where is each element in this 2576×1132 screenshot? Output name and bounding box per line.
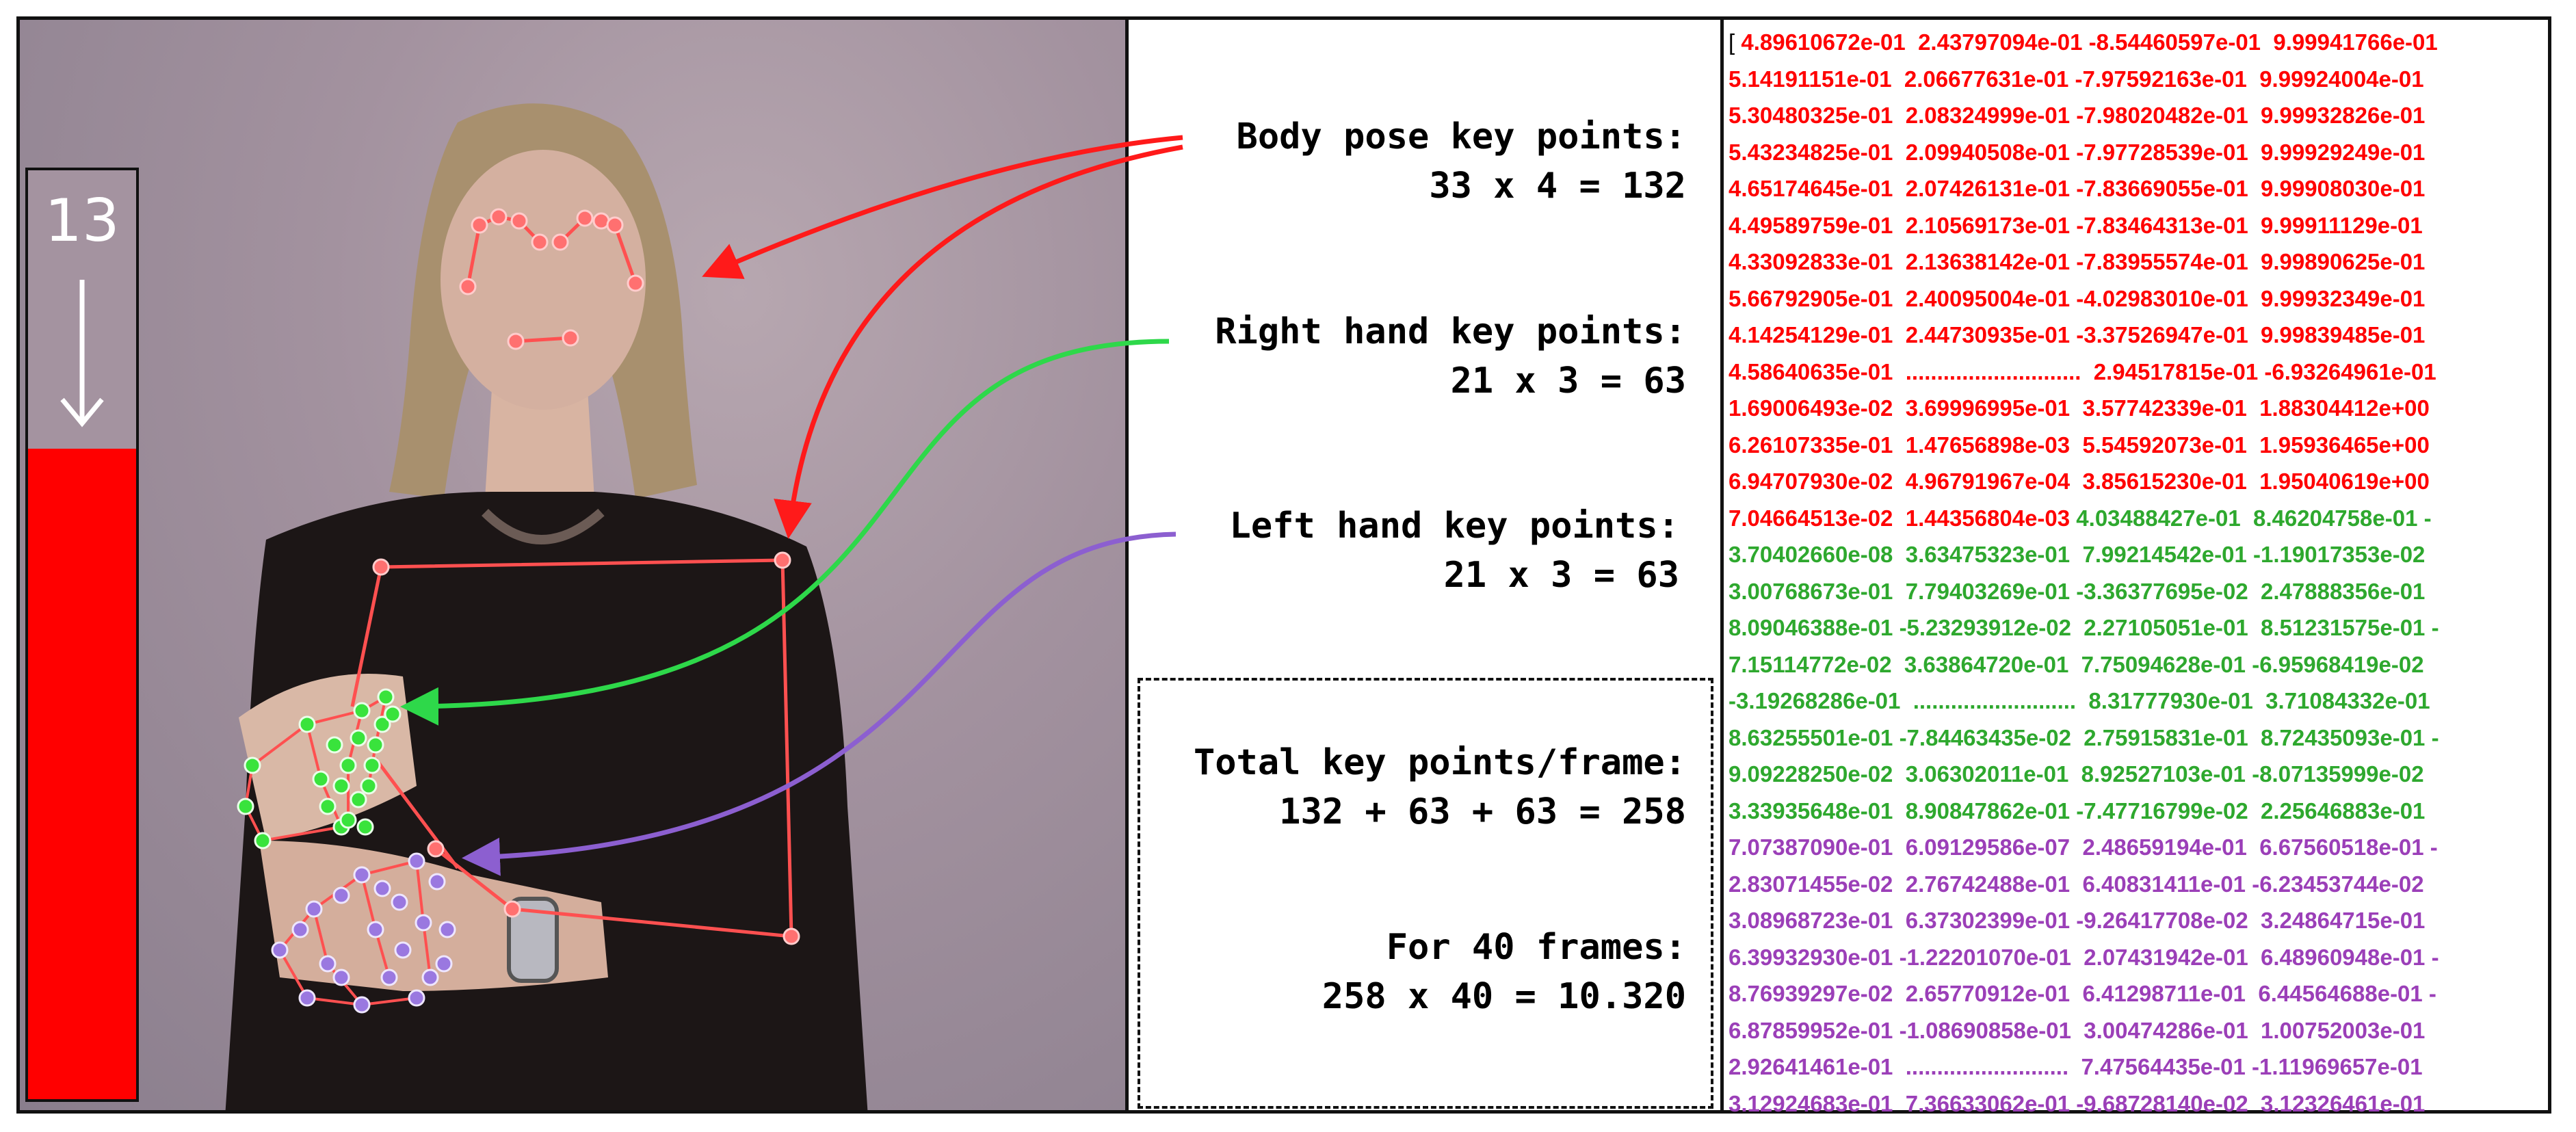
- body-pose-values: 5.66792905e-01 2.40095004e-01 -4.0298301…: [1729, 285, 2426, 311]
- left-hand-values: 8.76939297e-02 2.65770912e-01 6.41298711…: [1729, 981, 2436, 1006]
- left-hand-keypoints: [271, 852, 456, 1014]
- right-hand-title: Right hand key points:: [1215, 311, 1686, 352]
- body-pose-data-line: [ 4.89610672e-01 2.43797094e-01 -8.54460…: [1729, 24, 2549, 61]
- body-pose-values: 4.33092833e-01 2.13638142e-01 -7.8395557…: [1729, 249, 2426, 274]
- left-hand-data-line: 3.08968723e-01 6.37302399e-01 -9.2641770…: [1729, 902, 2549, 939]
- total-frames-label: For 40 frames: 258 x 40 = 10.320: [1322, 923, 1686, 1021]
- body-pose-values: 4.58640635e-01 .........................…: [1729, 358, 2436, 384]
- left-hand-values: 7.07387090e-01 6.09129586e-07 2.48659194…: [1729, 834, 2438, 860]
- body-pose-values: 5.30480325e-01 2.08324999e-01 -7.9802048…: [1729, 103, 2426, 128]
- body-pose-values: 4.65174645e-01 2.07426131e-01 -7.8366905…: [1729, 176, 2426, 201]
- right-hand-data-line: 3.70402660e-08 3.63475323e-01 7.99214542…: [1729, 536, 2549, 573]
- down-arrow-icon: [60, 280, 104, 427]
- left-hand-values: 2.83071455e-02 2.76742488e-01 6.40831411…: [1729, 871, 2424, 897]
- right-hand-values: -3.19268286e-01 ........................…: [1729, 688, 2430, 713]
- right-hand-values: 8.63255501e-01 -7.84463435e-02 2.7591583…: [1729, 724, 2439, 750]
- left-hand-data-line: 2.83071455e-02 2.76742488e-01 6.40831411…: [1729, 866, 2549, 903]
- counter-progress-fill: [28, 449, 136, 1099]
- body-pose-data-line: 4.58640635e-01 .........................…: [1729, 354, 2549, 391]
- open-bracket: [: [1729, 29, 1742, 55]
- body-pose-data-line: 7.04664513e-02 1.44356804e-03 4.03488427…: [1729, 500, 2549, 537]
- panel-divider: [1125, 20, 1129, 1110]
- frame-counter: 13: [25, 168, 139, 1102]
- signer-photo-panel: 13: [20, 20, 1125, 1110]
- left-hand-data-line: 6.87859952e-01 -1.08690858e-01 3.0047428…: [1729, 1012, 2549, 1049]
- right-hand-values: 9.09228250e-02 3.06302011e-01 8.92527103…: [1729, 761, 2424, 787]
- wrist-watch: [507, 897, 559, 983]
- body-pose-data-line: 4.49589759e-01 2.10569173e-01 -7.8346431…: [1729, 207, 2549, 244]
- right-hand-values: 7.15114772e-02 3.63864720e-01 7.75094628…: [1729, 651, 2424, 677]
- body-pose-data-line: 5.14191151e-01 2.06677631e-01 -7.9759216…: [1729, 61, 2549, 98]
- body-pose-data-line: 6.94707930e-02 4.96791967e-04 3.85615230…: [1729, 463, 2549, 500]
- total-per-frame-label: Total key points/frame: 132 + 63 + 63 = 2…: [1194, 738, 1686, 837]
- body-pose-values: 1.69006493e-02 3.69996995e-01 3.57742339…: [1729, 395, 2430, 421]
- left-hand-values: 3.08968723e-01 6.37302399e-01 -9.2641770…: [1729, 908, 2426, 933]
- right-hand-formula: 21 x 3 = 63: [1450, 360, 1686, 402]
- body-pose-data-line: 1.69006493e-02 3.69996995e-01 3.57742339…: [1729, 390, 2549, 427]
- right-hand-values: 3.70402660e-08 3.63475323e-01 7.99214542…: [1729, 542, 2426, 567]
- body-pose-data-line: 6.26107335e-01 1.47656898e-03 5.54592073…: [1729, 427, 2549, 464]
- signer-photo: [225, 103, 868, 1110]
- figure-frame: 13 Body pose key points: 33 x 4 = 132 Rig…: [16, 16, 2551, 1114]
- left-hand-values: 6.39932930e-01 -1.22201070e-01 2.0743194…: [1729, 944, 2439, 970]
- left-hand-data-line: 2.92641461e-01 .........................…: [1729, 1049, 2549, 1085]
- total-frames-formula: 258 x 40 = 10.320: [1322, 976, 1686, 1017]
- body-pose-label: Body pose key points: 33 x 4 = 132: [1237, 112, 1686, 211]
- right-hand-data-line: 3.00768673e-01 7.79403269e-01 -3.3637769…: [1729, 573, 2549, 610]
- left-hand-formula: 21 x 3 = 63: [1443, 555, 1679, 596]
- body-pose-keypoints: [372, 208, 800, 945]
- body-pose-values: 5.43234825e-01 2.09940508e-01 -7.9772853…: [1729, 139, 2426, 165]
- right-hand-data-line: 7.15114772e-02 3.63864720e-01 7.75094628…: [1729, 646, 2549, 683]
- body-pose-data-line: 5.43234825e-01 2.09940508e-01 -7.9772853…: [1729, 134, 2549, 171]
- right-hand-keypoints: [237, 688, 402, 850]
- body-pose-data-line: 4.14254129e-01 2.44730935e-01 -3.3752694…: [1729, 317, 2549, 354]
- body-pose-values: 4.14254129e-01 2.44730935e-01 -3.3752694…: [1729, 322, 2426, 347]
- left-hand-data-line: 3.12924683e-01 7.36633062e-01 -9.6872814…: [1729, 1085, 2549, 1114]
- body-pose-values: 7.04664513e-02 1.44356804e-03: [1729, 505, 2071, 531]
- left-hand-data-line: 7.07387090e-01 6.09129586e-07 2.48659194…: [1729, 829, 2549, 866]
- left-hand-data-line: 6.39932930e-01 -1.22201070e-01 2.0743194…: [1729, 939, 2549, 976]
- left-hand-label: Left hand key points: 21 x 3 = 63: [1230, 501, 1679, 600]
- body-pose-data-line: 4.33092833e-01 2.13638142e-01 -7.8395557…: [1729, 243, 2549, 280]
- body-pose-data-line: 4.65174645e-01 2.07426131e-01 -7.8366905…: [1729, 170, 2549, 207]
- left-hand-data-line: 8.76939297e-02 2.65770912e-01 6.41298711…: [1729, 975, 2549, 1012]
- body-pose-values: 6.26107335e-01 1.47656898e-03 5.54592073…: [1729, 432, 2430, 458]
- right-hand-values: 8.09046388e-01 -5.23293912e-02 2.2710505…: [1729, 615, 2439, 640]
- left-hand-values: 6.87859952e-01 -1.08690858e-01 3.0047428…: [1729, 1017, 2426, 1043]
- left-hand-values: 3.12924683e-01 7.36633062e-01 -9.6872814…: [1729, 1090, 2426, 1114]
- right-hand-data-line: 3.33935648e-01 8.90847862e-01 -7.4771679…: [1729, 793, 2549, 830]
- total-per-frame-title: Total key points/frame:: [1193, 742, 1686, 783]
- keypoint-vector-panel: [ 4.89610672e-01 2.43797094e-01 -8.54460…: [1729, 24, 2549, 1113]
- body-pose-formula: 33 x 4 = 132: [1429, 166, 1686, 207]
- left-hand-values: 2.92641461e-01 .........................…: [1729, 1054, 2423, 1079]
- right-hand-values: 3.00768673e-01 7.79403269e-01 -3.3637769…: [1729, 578, 2426, 604]
- body-pose-data-line: 5.30480325e-01 2.08324999e-01 -7.9802048…: [1729, 97, 2549, 134]
- right-hand-data-line: 8.63255501e-01 -7.84463435e-02 2.7591583…: [1729, 720, 2549, 756]
- right-hand-data-line: 9.09228250e-02 3.06302011e-01 8.92527103…: [1729, 756, 2549, 793]
- frame-counter-number: 13: [44, 187, 120, 255]
- right-hand-label: Right hand key points: 21 x 3 = 63: [1215, 307, 1686, 406]
- total-frames-title: For 40 frames:: [1386, 927, 1686, 968]
- panel-divider: [1720, 20, 1724, 1110]
- right-arm: [239, 674, 417, 841]
- body-pose-values: 4.49589759e-01 2.10569173e-01 -7.8346431…: [1729, 212, 2423, 238]
- body-pose-data-line: 5.66792905e-01 2.40095004e-01 -4.0298301…: [1729, 280, 2549, 317]
- right-hand-data-line: -3.19268286e-01 ........................…: [1729, 683, 2549, 720]
- body-pose-title: Body pose key points:: [1236, 116, 1686, 157]
- right-hand-data-line: 8.09046388e-01 -5.23293912e-02 2.2710505…: [1729, 609, 2549, 646]
- body-pose-values: 4.89610672e-01 2.43797094e-01 -8.5446059…: [1741, 29, 2438, 55]
- left-hand-title: Left hand key points:: [1229, 505, 1679, 547]
- body-pose-values: 5.14191151e-01 2.06677631e-01 -7.9759216…: [1729, 66, 2424, 92]
- body-pose-values: 6.94707930e-02 4.96791967e-04 3.85615230…: [1729, 469, 2430, 494]
- right-hand-values: 4.03488427e-01 8.46204758e-01 -: [2070, 505, 2432, 531]
- totals-box: [1138, 678, 1713, 1109]
- total-per-frame-formula: 132 + 63 + 63 = 258: [1279, 791, 1686, 832]
- right-hand-values: 3.33935648e-01 8.90847862e-01 -7.4771679…: [1729, 798, 2426, 824]
